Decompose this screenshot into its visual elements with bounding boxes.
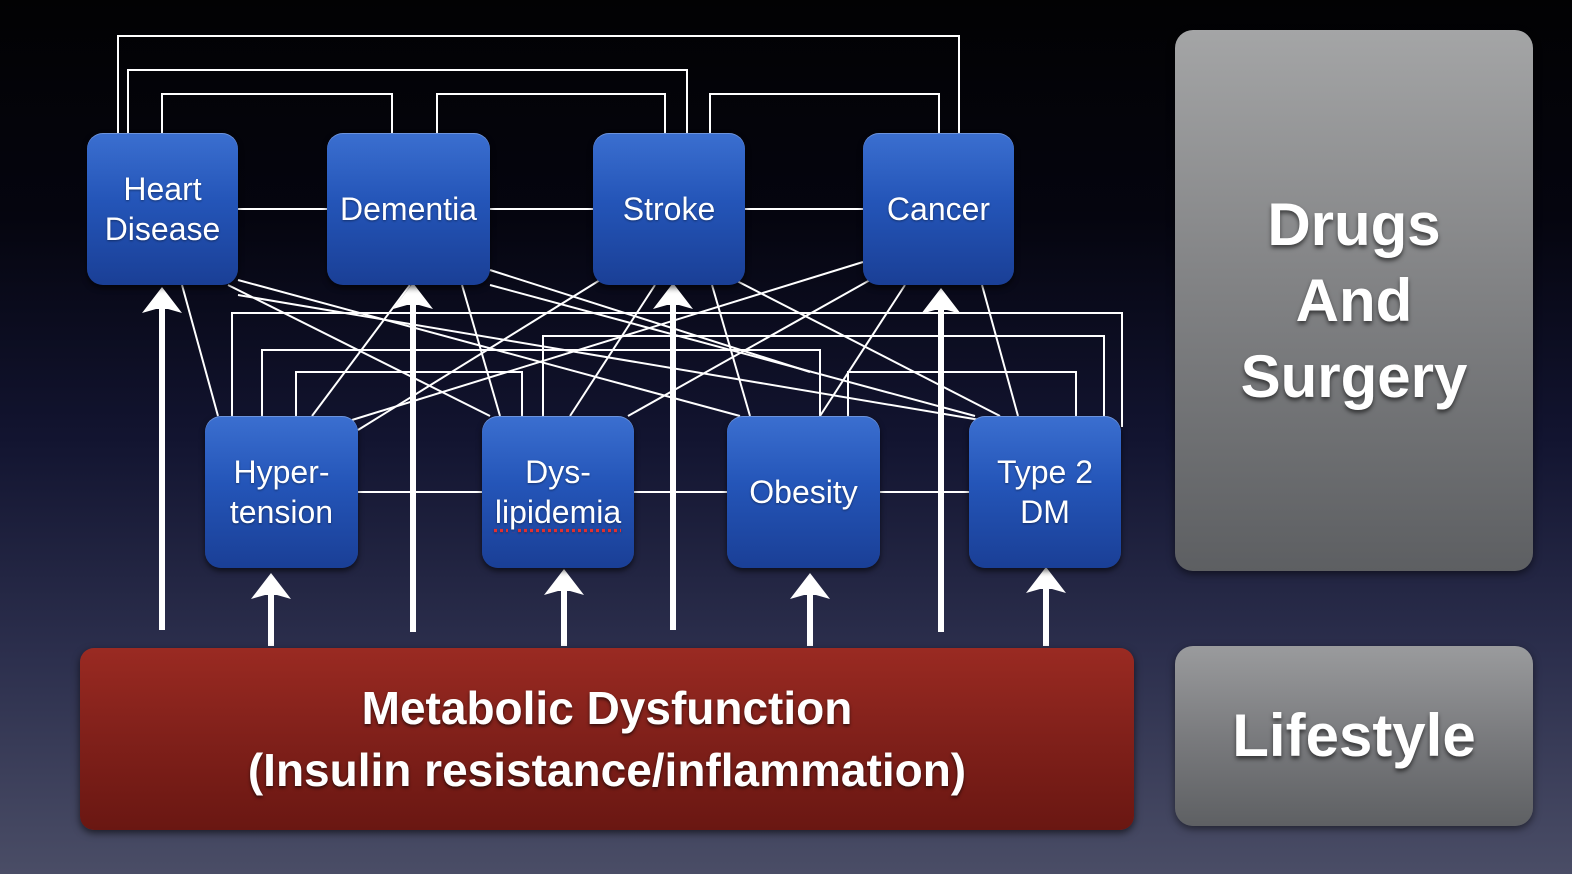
arrow-to-cancer [921, 288, 961, 632]
node-cancer: Cancer [863, 133, 1014, 285]
dyslipidemia-line-2: lipidemia [494, 494, 622, 530]
node-dyslipidemia: Dys-lipidemia [482, 416, 634, 568]
node-dementia: Dementia [327, 133, 490, 285]
drugs-line-1: Drugs [1267, 190, 1441, 258]
arrow-head [251, 573, 291, 599]
bracket-hypertension-dyslipidemia [295, 371, 523, 416]
bracket-obesity-t2dm [847, 371, 1077, 416]
arrow-to-dyslipidemia [544, 569, 584, 646]
dyslipidemia-line-1: Dys- [525, 454, 591, 490]
arrow-head [1026, 567, 1066, 593]
bracket-dementia-stroke [436, 93, 666, 133]
bracket-hypertension-obesity [261, 349, 821, 416]
bracket-heart-stroke [127, 69, 688, 133]
bracket-hypertension-t2dm [231, 312, 1123, 427]
dyslipidemia-label: Dys-lipidemia [495, 452, 621, 532]
cross-link-7 [489, 269, 811, 373]
arrow-to-dementia [393, 283, 433, 632]
bracket-dyslipidemia-t2dm [542, 335, 1105, 416]
arrow-shaft [159, 301, 165, 630]
cross-link-8 [489, 284, 976, 417]
bracket-heart-dementia [161, 93, 393, 133]
arrow-shaft [938, 302, 944, 632]
node-stroke: Stroke [593, 133, 745, 285]
cross-link-13 [351, 261, 864, 421]
cross-link-6 [461, 284, 501, 417]
cross-link-16 [981, 284, 1019, 417]
arrow-to-t2dm [1026, 567, 1066, 646]
cross-link-12 [734, 279, 1001, 417]
arrow-head [393, 283, 433, 309]
arrow-to-heart-disease [142, 287, 182, 630]
bracket-stroke-cancer [709, 93, 940, 133]
lifestyle-box: Lifestyle [1175, 646, 1533, 826]
arrow-head [790, 573, 830, 599]
arrow-shaft [561, 583, 567, 646]
arrow-shaft [410, 297, 416, 632]
bracket-heart-cancer [117, 35, 960, 133]
cross-link-15 [819, 284, 906, 417]
node-hypertension: Hyper- tension [205, 416, 358, 568]
drugs-line-3: Surgery [1240, 342, 1468, 410]
arrow-shaft [1043, 581, 1049, 646]
drugs-and-surgery-box: Drugs And Surgery [1175, 30, 1533, 571]
cross-link-1 [181, 284, 219, 417]
arrow-to-hypertension [251, 573, 291, 646]
arrow-shaft [670, 297, 676, 630]
arrow-head [921, 288, 961, 314]
arrow-to-stroke [653, 283, 693, 630]
drugs-line-2: And [1295, 266, 1413, 334]
metabolic-subtitle: (Insulin resistance/inflammation) [247, 744, 967, 796]
node-obesity: Obesity [727, 416, 880, 568]
cross-link-14 [627, 279, 871, 417]
metabolic-dysfunction-box: Metabolic Dysfunction (Insulin resistanc… [80, 648, 1134, 830]
node-heart-disease: Heart Disease [87, 133, 238, 285]
arrow-shaft [268, 587, 274, 646]
cross-link-5 [311, 284, 411, 417]
arrow-head [653, 283, 693, 309]
cross-link-2 [227, 284, 491, 417]
arrow-to-obesity [790, 573, 830, 646]
arrow-shaft [807, 587, 813, 646]
arrow-head [544, 569, 584, 595]
arrow-head [142, 287, 182, 313]
metabolic-title: Metabolic Dysfunction [361, 682, 853, 734]
node-type2-dm: Type 2 DM [969, 416, 1121, 568]
lifestyle-label: Lifestyle [1232, 702, 1476, 769]
cross-link-10 [569, 284, 656, 417]
